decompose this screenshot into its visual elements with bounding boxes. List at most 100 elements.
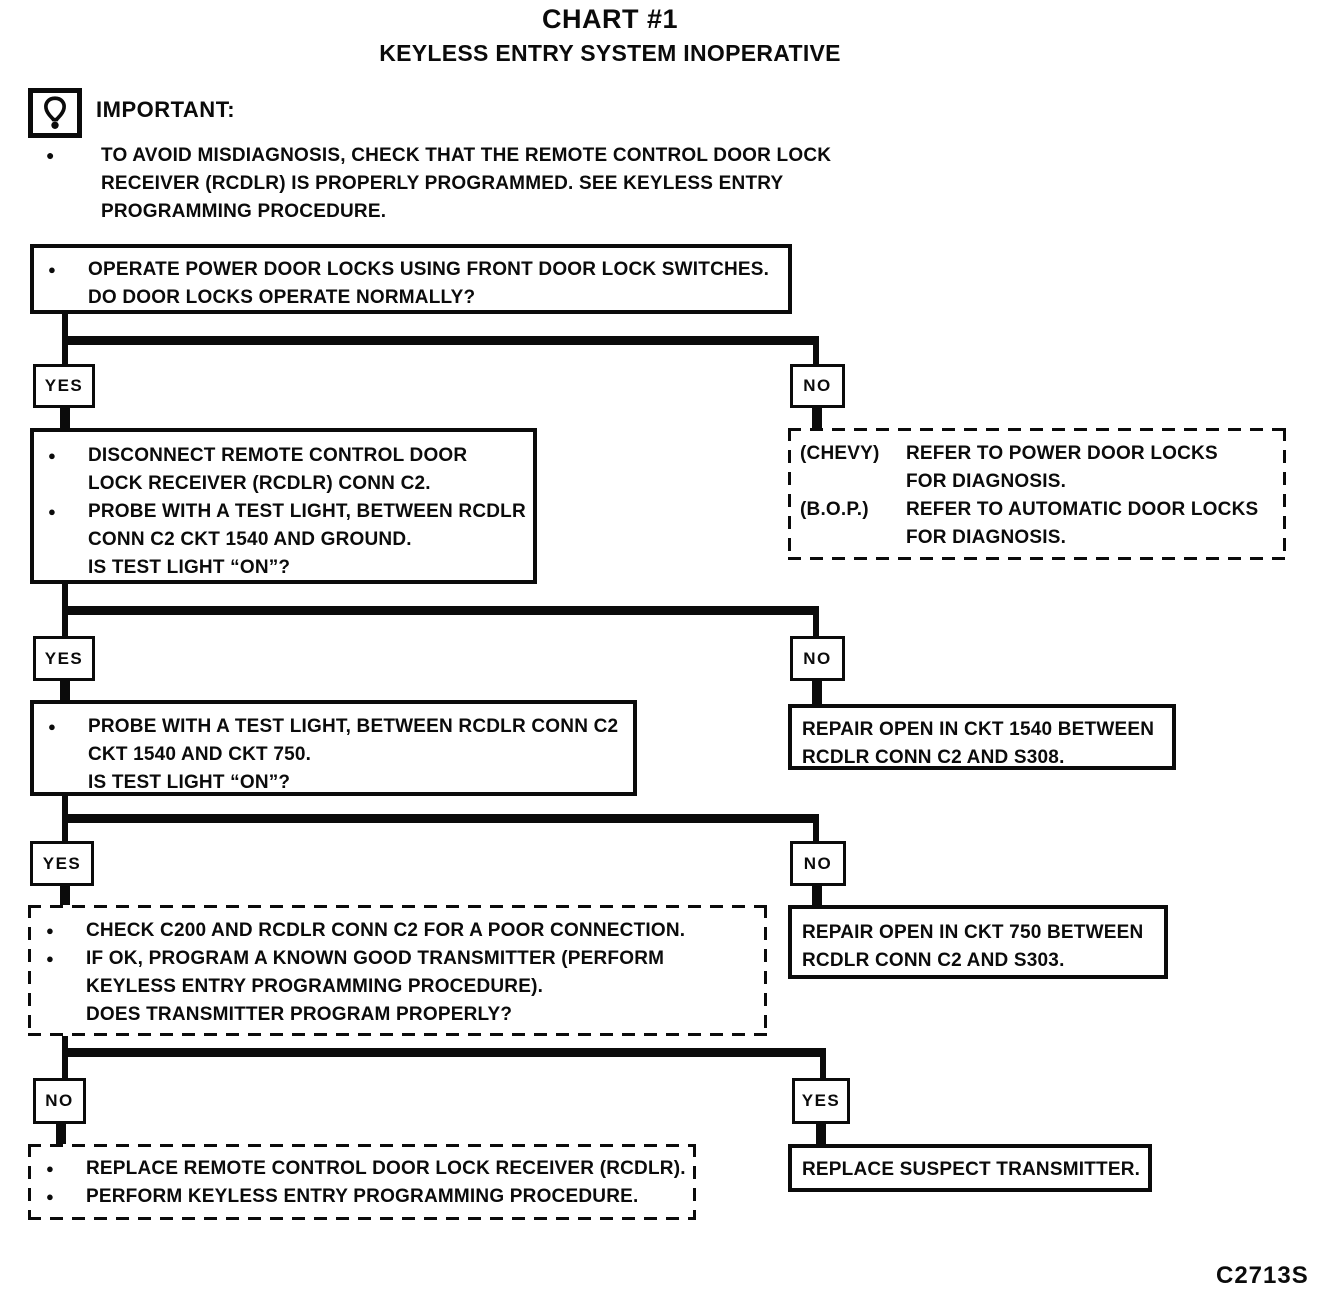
- bullet-icon: [46, 973, 86, 1001]
- decision-yes-1: YES: [33, 364, 95, 408]
- connector-line: [813, 823, 819, 841]
- line-text: LOCK RECEIVER (RCDLR) CONN C2.: [88, 473, 431, 494]
- text-line: REPAIR OPEN IN CKT 1540 BETWEEN: [802, 716, 1164, 744]
- text-line: IS TEST LIGHT “ON”?: [48, 554, 525, 582]
- text-line: ● REPLACE REMOTE CONTROL DOOR LOCK RECEI…: [46, 1155, 688, 1183]
- note-line: PROGRAMMING PROCEDURE.: [101, 201, 387, 222]
- question-box-check-connection: ● CHECK C200 AND RCDLR CONN C2 FOR A POO…: [28, 905, 767, 1036]
- decision-no-2: NO: [790, 636, 845, 681]
- connector-line: [60, 681, 70, 701]
- line-text: OPERATE POWER DOOR LOCKS USING FRONT DOO…: [88, 259, 770, 280]
- line-text: RCDLR CONN C2 AND S303.: [802, 950, 1065, 971]
- text-line: IS TEST LIGHT “ON”?: [48, 769, 625, 797]
- text-line: ● IF OK, PROGRAM A KNOWN GOOD TRANSMITTE…: [46, 945, 759, 973]
- result-box-replace-transmitter: REPLACE SUSPECT TRANSMITTER.: [788, 1144, 1152, 1192]
- line-text: DISCONNECT REMOTE CONTROL DOOR: [88, 445, 468, 466]
- vehicle-label: [800, 524, 906, 552]
- important-exclamation-icon: [28, 88, 82, 138]
- text-line: RCDLR CONN C2 AND S303.: [802, 947, 1156, 975]
- text-line: ● CHECK C200 AND RCDLR CONN C2 FOR A POO…: [46, 917, 759, 945]
- important-label: IMPORTANT:: [96, 97, 236, 122]
- line-text: DOES TRANSMITTER PROGRAM PROPERLY?: [86, 1004, 513, 1025]
- text-line: (CHEVY) REFER TO POWER DOOR LOCKS: [800, 440, 1278, 468]
- connector-line: [820, 1057, 826, 1078]
- line-text: IF OK, PROGRAM A KNOWN GOOD TRANSMITTER …: [86, 948, 665, 969]
- connector-line: [62, 584, 68, 610]
- line-text: RCDLR CONN C2 AND S308.: [802, 747, 1065, 768]
- text-line: DO DOOR LOCKS OPERATE NORMALLY?: [48, 284, 780, 312]
- line-text: IS TEST LIGHT “ON”?: [88, 557, 291, 578]
- result-box-repair-ckt-750: REPAIR OPEN IN CKT 750 BETWEEN RCDLR CON…: [788, 905, 1168, 979]
- bullet-icon: ●: [46, 147, 55, 163]
- connector-line: [62, 823, 68, 841]
- line-text: REPAIR OPEN IN CKT 750 BETWEEN: [802, 922, 1144, 943]
- text-line: ● DISCONNECT REMOTE CONTROL DOOR: [48, 442, 525, 470]
- text-line: ● PROBE WITH A TEST LIGHT, BETWEEN RCDLR: [48, 498, 526, 526]
- result-box-refer-diagnosis: (CHEVY) REFER TO POWER DOOR LOCKS FOR DI…: [788, 428, 1286, 560]
- note-line: RECEIVER (RCDLR) IS PROPERLY PROGRAMMED.…: [101, 173, 784, 194]
- text-line: ● PROBE WITH A TEST LIGHT, BETWEEN RCDLR…: [48, 713, 625, 741]
- line-text: PERFORM KEYLESS ENTRY PROGRAMMING PROCED…: [86, 1186, 639, 1207]
- connector-line: [812, 681, 822, 705]
- decision-yes-4: YES: [792, 1078, 850, 1124]
- note-line: TO AVOID MISDIAGNOSIS, CHECK THAT THE RE…: [101, 145, 832, 166]
- bullet-icon: ●: [48, 719, 57, 734]
- bullet-icon: ●: [46, 923, 55, 938]
- result-box-replace-rcdlr: ● REPLACE REMOTE CONTROL DOOR LOCK RECEI…: [28, 1144, 696, 1220]
- line-text: PROBE WITH A TEST LIGHT, BETWEEN RCDLR C…: [88, 716, 619, 737]
- bullet-icon: [48, 470, 88, 498]
- line-text: IS TEST LIGHT “ON”?: [88, 772, 291, 793]
- connector-line: [812, 408, 822, 429]
- question-box-door-locks: ● OPERATE POWER DOOR LOCKS USING FRONT D…: [30, 244, 792, 314]
- text-line: REPAIR OPEN IN CKT 750 BETWEEN: [802, 919, 1156, 947]
- line-text: REFER TO AUTOMATIC DOOR LOCKS: [906, 499, 1259, 520]
- vehicle-label: [800, 468, 906, 496]
- action-box-disconnect-rcdlr: ● DISCONNECT REMOTE CONTROL DOOR LOCK RE…: [30, 428, 537, 584]
- page-title: CHART #1: [541, 4, 679, 34]
- bullet-icon: ●: [48, 262, 57, 277]
- connector-line: [816, 1124, 826, 1145]
- decision-yes-3: YES: [30, 841, 94, 886]
- text-line: RCDLR CONN C2 AND S308.: [802, 744, 1164, 772]
- text-line: DOES TRANSMITTER PROGRAM PROPERLY?: [46, 1001, 759, 1029]
- text-line: KEYLESS ENTRY PROGRAMMING PROCEDURE).: [46, 973, 759, 1001]
- figure-code: C2713S: [1216, 1262, 1309, 1289]
- connector-line: [60, 408, 70, 429]
- important-note: TO AVOID MISDIAGNOSIS, CHECK THAT THE RE…: [101, 142, 921, 226]
- text-line: ● OPERATE POWER DOOR LOCKS USING FRONT D…: [48, 256, 780, 284]
- line-text: FOR DIAGNOSIS.: [906, 527, 1067, 548]
- text-line: CONN C2 CKT 1540 AND GROUND.: [48, 526, 525, 554]
- line-text: REPLACE SUSPECT TRANSMITTER.: [802, 1159, 1141, 1180]
- bullet-icon: ●: [46, 951, 55, 966]
- connector-line: [62, 345, 68, 364]
- vehicle-label: (CHEVY): [800, 443, 880, 464]
- connector-line: [62, 1057, 68, 1078]
- question-box-probe-test-light: ● PROBE WITH A TEST LIGHT, BETWEEN RCDLR…: [30, 700, 637, 796]
- line-text: REFER TO POWER DOOR LOCKS: [906, 443, 1218, 464]
- connector-line: [62, 314, 68, 342]
- exclamation-glyph: [44, 96, 66, 129]
- connector-line: [62, 814, 819, 823]
- connector-line: [62, 1048, 826, 1057]
- bullet-icon: [48, 526, 88, 554]
- bullet-icon: [48, 741, 88, 769]
- connector-line: [812, 886, 822, 905]
- text-line: ● PERFORM KEYLESS ENTRY PROGRAMMING PROC…: [46, 1183, 688, 1211]
- result-box-repair-ckt-1540: REPAIR OPEN IN CKT 1540 BETWEEN RCDLR CO…: [788, 704, 1176, 770]
- line-text: KEYLESS ENTRY PROGRAMMING PROCEDURE).: [86, 976, 544, 997]
- connector-line: [62, 606, 819, 615]
- vehicle-label: (B.O.P.): [800, 499, 869, 520]
- line-text: CKT 1540 AND CKT 750.: [88, 744, 312, 765]
- bullet-icon: [48, 554, 88, 582]
- decision-yes-2: YES: [33, 636, 95, 681]
- line-text: DO DOOR LOCKS OPERATE NORMALLY?: [88, 287, 476, 308]
- bullet-icon: [48, 284, 88, 312]
- connector-line: [62, 796, 68, 820]
- line-text: FOR DIAGNOSIS.: [906, 471, 1067, 492]
- title-block: CHART #1 KEYLESS ENTRY SYSTEM INOPERATIV…: [0, 4, 1220, 67]
- connector-line: [813, 615, 819, 636]
- bullet-icon: ●: [46, 1161, 55, 1176]
- bullet-icon: [48, 769, 88, 797]
- text-line: FOR DIAGNOSIS.: [800, 524, 1278, 552]
